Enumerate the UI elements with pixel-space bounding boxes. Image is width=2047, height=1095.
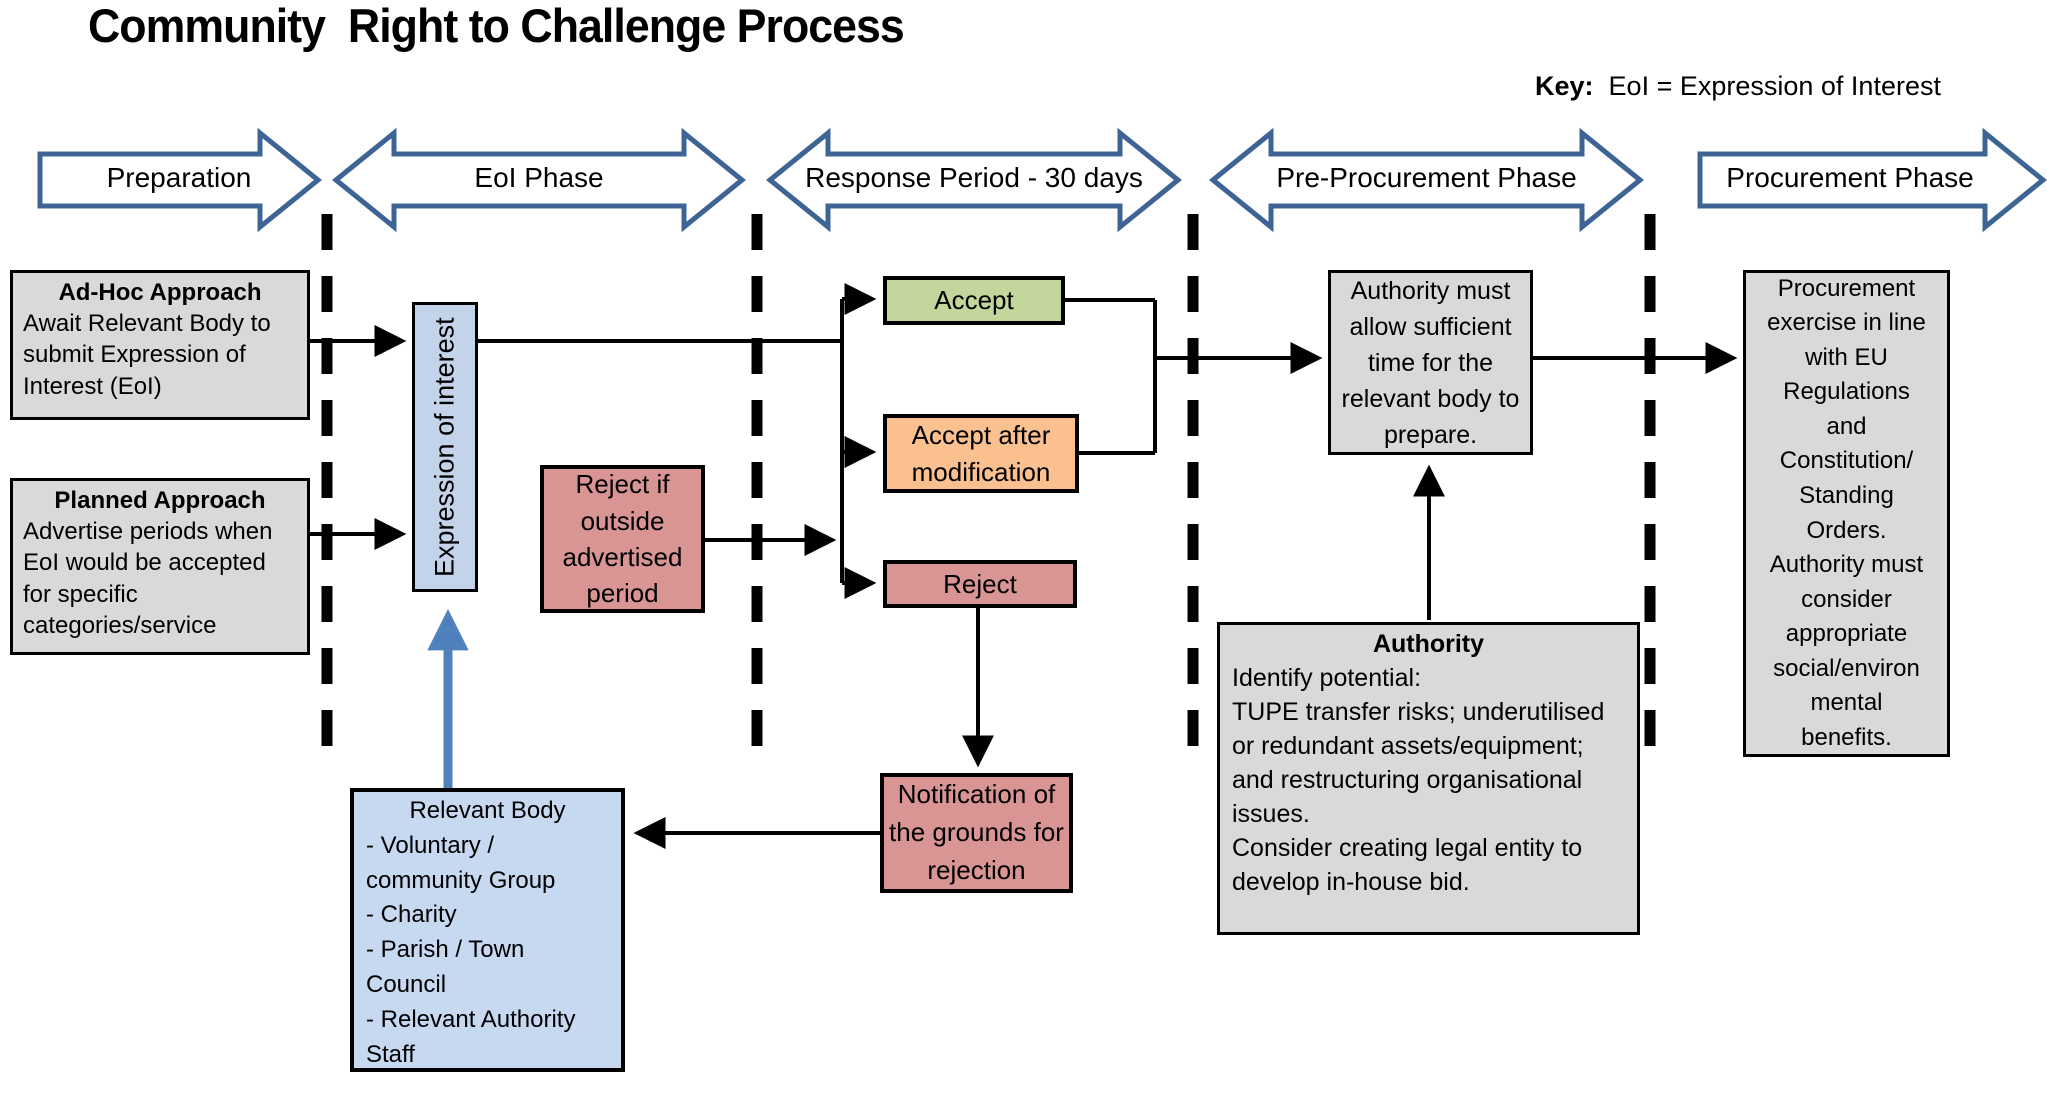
authority-must-allow-time-box: Authority must allow sufficient time for… xyxy=(1328,270,1533,455)
response-period-arrow-shape xyxy=(766,127,1182,233)
relevant-body-list: - Voluntary / community Group - Charity … xyxy=(366,831,576,1068)
pre-procurement-arrow-shape xyxy=(1209,127,1644,233)
authority-body: Identify potential: TUPE transfer risks;… xyxy=(1232,664,1605,896)
relevant-body-box: Relevant Body - Voluntary / community Gr… xyxy=(350,788,625,1072)
phase-label-response-period: Response Period - 30 days xyxy=(805,162,1143,193)
ad-hoc-approach-box: Ad-Hoc Approach Await Relevant Body to s… xyxy=(10,270,310,420)
planned-approach-title: Planned Approach xyxy=(54,487,266,514)
legend-key-text: EoI = Expression of Interest xyxy=(1593,71,1941,101)
ad-hoc-approach-body: Await Relevant Body to submit Expression… xyxy=(23,310,271,400)
ad-hoc-approach-title: Ad-Hoc Approach xyxy=(58,279,262,306)
procurement-exercise-box: Procurement exercise in line with EU Reg… xyxy=(1743,270,1950,757)
authority-box: Authority Identify potential: TUPE trans… xyxy=(1217,622,1640,935)
planned-approach-box: Planned Approach Advertise periods when … xyxy=(10,478,310,655)
phase-banner-arrows xyxy=(37,127,2047,233)
accept-after-modification-box: Accept after modification xyxy=(883,414,1079,493)
legend-key-label: Key: xyxy=(1535,71,1594,101)
relevant-body-title: Relevant Body xyxy=(409,797,566,824)
dashed-phase-separators xyxy=(321,214,1656,748)
page-title: Community Right to Challenge Process xyxy=(88,0,905,52)
procurement-arrow-shape xyxy=(1697,127,2047,233)
notification-of-rejection-box: Notification of the grounds for rejectio… xyxy=(880,773,1073,893)
authority-title: Authority xyxy=(1372,630,1485,658)
phase-label-procurement: Procurement Phase xyxy=(1726,162,1974,193)
legend-key: Key: EoI = Expression of Interest xyxy=(1505,40,1941,133)
flow-connectors xyxy=(310,283,1738,849)
phase-label-preparation: Preparation xyxy=(106,162,252,193)
eoi-phase-arrow-shape xyxy=(332,127,746,233)
phase-label-pre-procurement: Pre-Procurement Phase xyxy=(1276,162,1577,193)
planned-approach-body: Advertise periods when EoI would be acce… xyxy=(23,518,273,639)
reject-if-outside-period-box: Reject if outside advertised period xyxy=(540,465,705,613)
expression-of-interest-box: Expression of interest xyxy=(412,302,478,592)
phase-label-eoi-phase: EoI Phase xyxy=(474,162,604,193)
accept-box: Accept xyxy=(883,276,1065,325)
reject-box: Reject xyxy=(883,560,1077,608)
preparation-arrow-shape xyxy=(37,127,322,233)
